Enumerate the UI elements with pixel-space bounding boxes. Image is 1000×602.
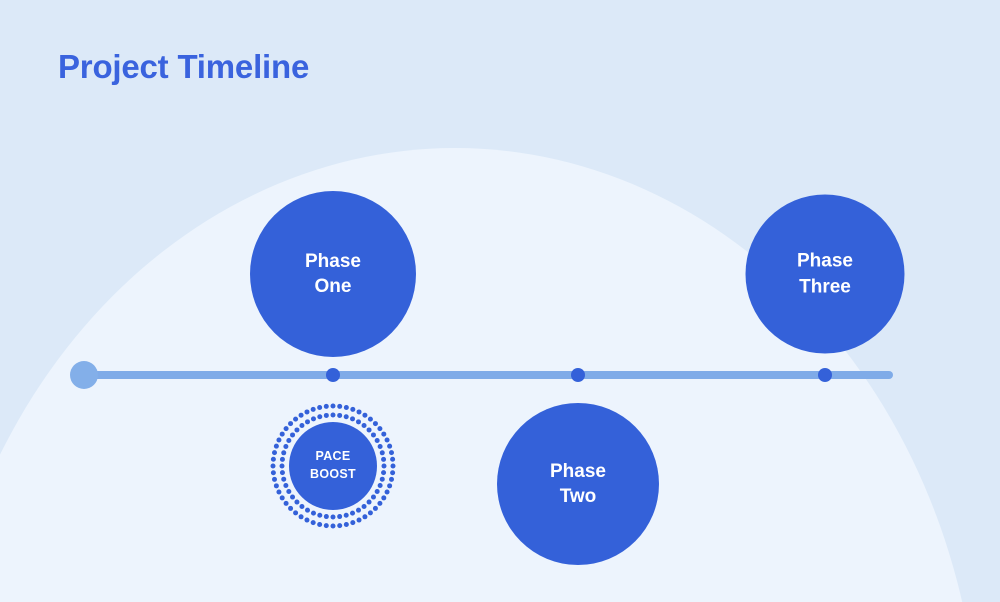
dotted-rings-icon <box>270 403 396 529</box>
milestone-dot-three[interactable] <box>818 368 832 382</box>
timeline-start-marker[interactable] <box>70 361 98 389</box>
pace-boost-badge[interactable]: PACE BOOST <box>268 401 398 531</box>
phase-bubble-three-label: Phase Three <box>797 250 853 297</box>
dotted-ring-outer <box>270 403 396 529</box>
dotted-ring-inner <box>279 412 387 520</box>
pace-boost-core: PACE BOOST <box>289 422 377 510</box>
timeline-axis <box>84 371 893 379</box>
phase-bubble-three[interactable]: Phase Three <box>745 194 905 354</box>
page-title: Project Timeline <box>58 48 310 85</box>
pace-boost-label: PACE BOOST <box>310 449 356 481</box>
phase-bubble-one-label: Phase One <box>305 250 361 297</box>
phase-bubble-two-label: Phase Two <box>550 460 606 507</box>
milestone-dot-two[interactable] <box>571 368 585 382</box>
phase-bubble-one[interactable]: Phase One <box>250 191 416 357</box>
milestone-dot-one[interactable] <box>326 368 340 382</box>
phase-bubble-two[interactable]: Phase Two <box>497 403 659 565</box>
